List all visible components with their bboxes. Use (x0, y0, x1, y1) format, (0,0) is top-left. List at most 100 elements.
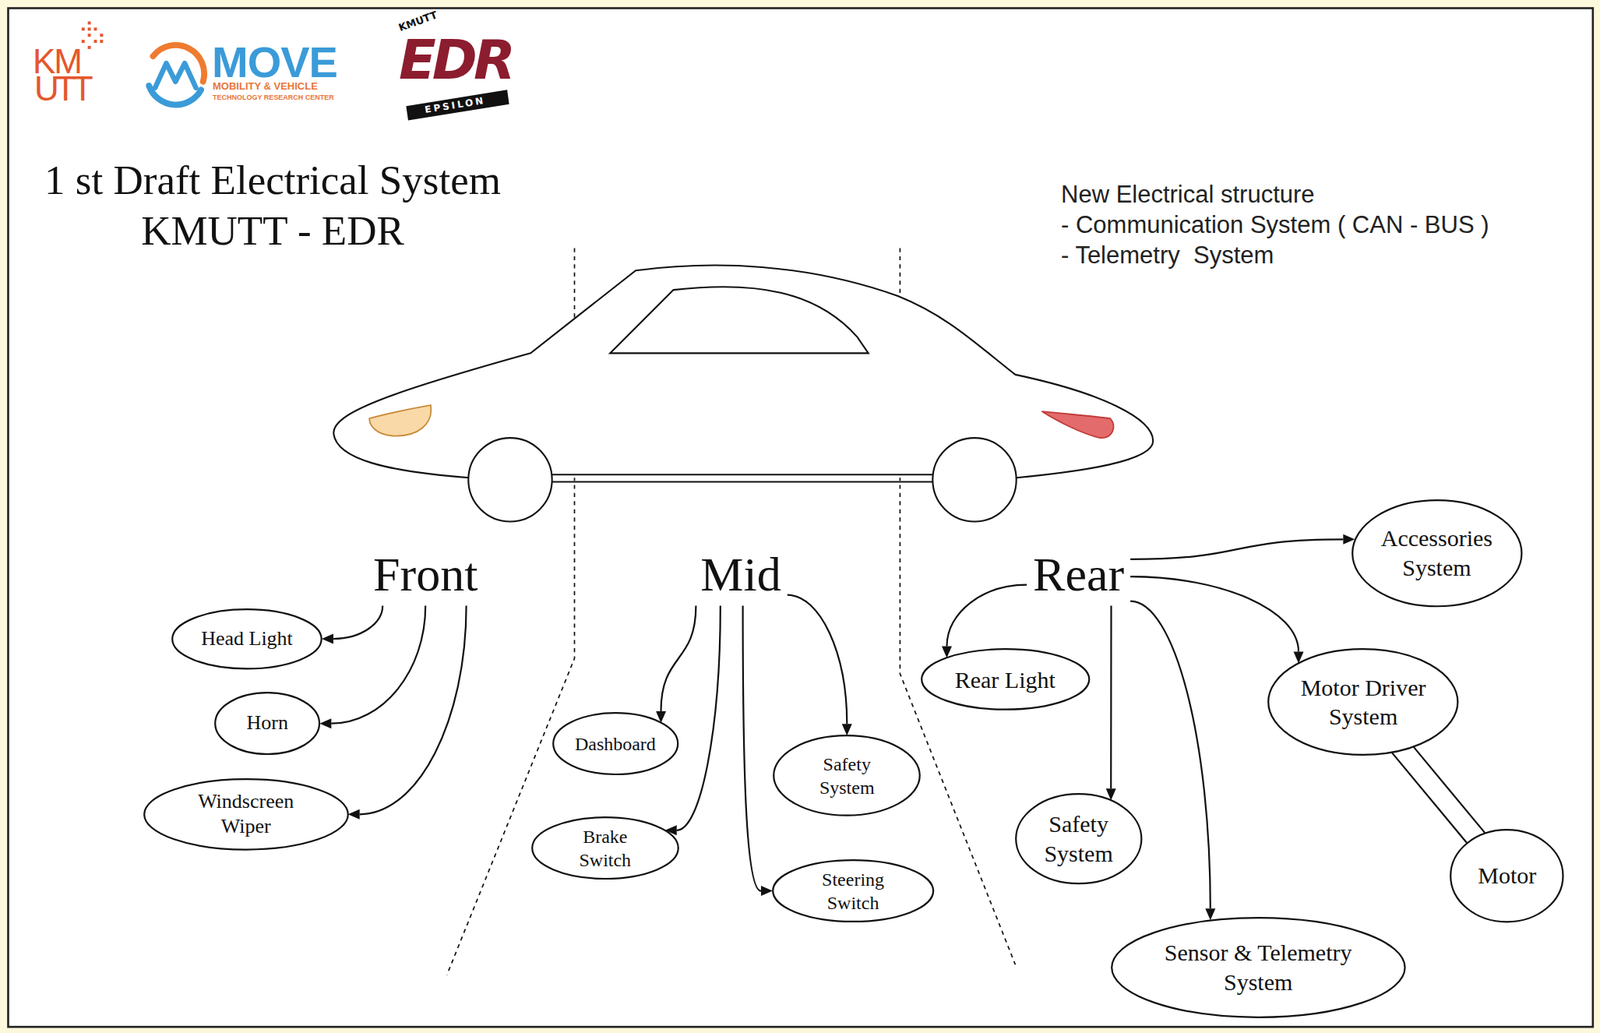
connector (1392, 747, 1486, 843)
system-ellipse: Safety System (1014, 792, 1143, 885)
zone-heading-text: Rear (1032, 547, 1125, 601)
car-wheel (932, 437, 1016, 522)
ellipse-border (532, 817, 679, 879)
connector-line (947, 585, 1028, 647)
connector (665, 606, 721, 836)
node-label: Head Light (200, 626, 293, 652)
zone-heading-text: Front (373, 547, 478, 601)
logo-text: EDR (398, 32, 512, 88)
ellipse-outline (1110, 916, 1407, 1019)
ellipse-border (172, 609, 321, 669)
system-ellipse: Head Light (171, 608, 323, 670)
arrow-head (1205, 908, 1216, 920)
logo-text: KMUTT (397, 9, 439, 33)
arrow-head (321, 634, 334, 645)
zone-heading: Mid (694, 542, 787, 606)
car-window (609, 286, 868, 353)
ellipse-outline (1267, 648, 1460, 756)
connector (321, 606, 383, 645)
car-body (333, 265, 1153, 479)
motor-circle: Motor (1449, 828, 1565, 924)
system-ellipse: Safety System (772, 734, 921, 817)
system-ellipse: Dashboard (552, 711, 679, 776)
zone-heading: Front (366, 542, 484, 606)
car-drawing (333, 265, 1153, 522)
ellipse-border (144, 778, 349, 850)
edr-logo-band (405, 89, 509, 120)
ellipse-border (1451, 829, 1564, 922)
connector (1130, 576, 1304, 663)
logo-dot (81, 39, 85, 43)
ellipse-outline (143, 778, 349, 851)
logo-dot (94, 27, 98, 31)
logo-dot (88, 45, 92, 50)
connector-line (333, 606, 383, 639)
logo-text: EPSILON (424, 95, 487, 115)
zone-heading: Rear (1026, 542, 1131, 606)
system-ellipse: Windscreen Wiper (143, 778, 349, 851)
ellipse-border (772, 859, 934, 922)
note-text: - Communication System ( CAN - BUS ) (1060, 209, 1490, 240)
logo-text: TECHNOLOGY RESEARCH CENTER (212, 94, 335, 102)
connector (1130, 534, 1355, 560)
logo-dot (88, 21, 92, 25)
arrow-head (761, 885, 773, 896)
ellipse-border (1352, 500, 1522, 607)
system-ellipse: Sensor & Telemetry System (1110, 916, 1407, 1019)
connector-line (661, 606, 697, 712)
ellipse-outline (771, 859, 934, 923)
head-lamp (369, 405, 431, 436)
note-text: New Electrical structure (1060, 179, 1315, 210)
connector-line (787, 595, 848, 725)
ellipse-border (1268, 648, 1458, 755)
car-axle (549, 480, 935, 483)
note-text: - Telemetry System (1060, 239, 1274, 271)
node-label: Rear Light (955, 665, 1056, 695)
logo-mountain (155, 63, 196, 88)
node-label: Motor (1477, 860, 1537, 891)
connector (1106, 606, 1117, 801)
diagram-title: 1 st Draft Electrical System KMUTT - EDR (38, 155, 507, 257)
connector-line (1130, 576, 1299, 652)
connector-line (743, 606, 762, 892)
system-ellipse: Brake Switch (531, 816, 680, 880)
node-label: Motor Driver System (1281, 673, 1445, 732)
node-label: Safety System (810, 752, 885, 800)
ellipse-outline (531, 816, 680, 880)
zone-heading-text: Mid (700, 547, 781, 601)
connector (655, 606, 696, 723)
car-axle (549, 473, 935, 476)
logo-text: UTT (34, 71, 90, 106)
kmutt-logo-dots (81, 21, 104, 50)
connector-line (359, 606, 467, 815)
logo-text: MOBILITY & VEHICLE (212, 81, 318, 92)
connector-line (1130, 601, 1211, 910)
ellipse-border (553, 713, 678, 776)
system-ellipse: Rear Light (920, 648, 1090, 711)
ellipse-border (921, 649, 1089, 711)
ellipse-border (214, 692, 320, 755)
connector-line (1130, 539, 1343, 560)
move-logo-mark (148, 45, 205, 106)
system-ellipse: Steering Switch (771, 859, 934, 923)
ellipse-outline (772, 734, 921, 817)
node-label: Accessories System (1362, 523, 1511, 582)
arrow-head (842, 723, 853, 736)
ellipse-outline (1014, 792, 1143, 885)
connector (743, 606, 773, 896)
connector-line (1110, 606, 1113, 790)
page-frame (7, 7, 1593, 1027)
node-label: Safety System (1032, 809, 1125, 868)
node-label: Horn (246, 710, 288, 737)
ellipse-outline (1351, 499, 1523, 607)
connector (319, 606, 426, 730)
ellipse-border (1111, 917, 1405, 1018)
node-label: Windscreen Wiper (183, 789, 309, 840)
ellipse-border (1015, 793, 1142, 884)
node-label: Sensor & Telemetry System (1141, 937, 1375, 997)
node-label: Dashboard (574, 732, 656, 756)
logo-text: MOVE (211, 40, 338, 85)
logo-dot (99, 33, 103, 37)
ellipse-border (773, 735, 920, 815)
system-ellipse: Accessories System (1351, 499, 1523, 607)
